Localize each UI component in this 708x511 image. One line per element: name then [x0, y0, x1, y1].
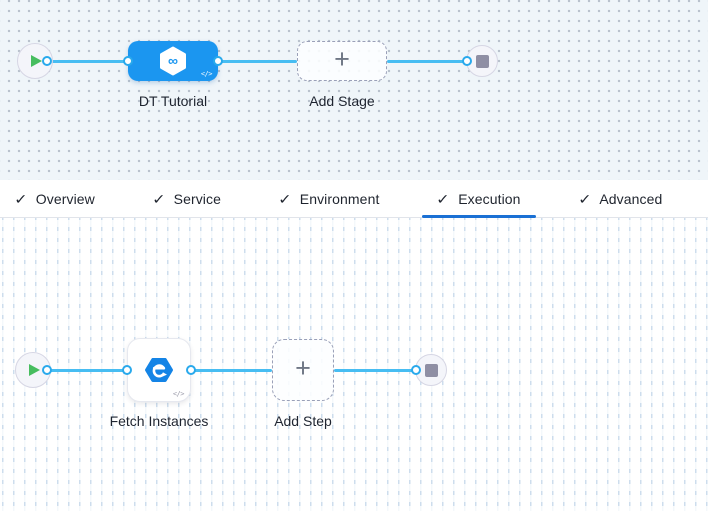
check-icon: ✓ [436, 190, 451, 207]
add-stage-button[interactable]: + [297, 41, 387, 81]
tab-label: Environment [299, 190, 380, 207]
add-step-button[interactable]: + [272, 339, 334, 401]
tab-label: Advanced [599, 190, 663, 207]
play-icon [29, 364, 40, 376]
end-node-in-port[interactable] [411, 365, 421, 375]
stage-in-port[interactable] [123, 56, 133, 66]
code-view-icon: </> [172, 390, 185, 398]
check-icon: ✓ [152, 190, 166, 207]
code-view-icon: </> [200, 70, 213, 78]
connector-line [218, 60, 297, 63]
connector-line [387, 60, 467, 63]
check-icon: ✓ [14, 190, 28, 207]
add-stage-label: Add Stage [309, 93, 375, 109]
plus-icon: + [334, 44, 350, 74]
tab-service[interactable]: ✓ Service [138, 180, 236, 217]
execution-steps-canvas: </> + Fetch Instances Add Step [0, 218, 708, 511]
stop-icon [424, 363, 438, 377]
stop-icon [475, 54, 489, 68]
tab-environment[interactable]: ✓ Environment [264, 180, 394, 217]
check-icon: ✓ [278, 190, 292, 207]
tab-advanced[interactable]: ✓ Advanced [564, 180, 678, 217]
start-node-out-port[interactable] [42, 365, 52, 375]
harness-deploy-stage-icon: ∞ [160, 46, 186, 76]
connector-line [334, 369, 416, 372]
stage-config-tabbar: ✓ Overview ✓ Service ✓ Environment ✓ Exe… [0, 180, 708, 218]
check-icon: ✓ [577, 190, 592, 207]
tab-overview[interactable]: ✓ Overview [0, 180, 110, 217]
tab-execution[interactable]: ✓ Execution [422, 180, 536, 218]
tab-label: Service [173, 190, 222, 207]
add-step-label: Add Step [274, 413, 332, 429]
plus-icon: + [295, 353, 311, 383]
start-node-out-port[interactable] [42, 56, 52, 66]
play-icon [31, 55, 42, 67]
fetch-instances-step-icon [145, 358, 173, 382]
end-node-in-port[interactable] [462, 56, 472, 66]
step-in-port[interactable] [122, 365, 132, 375]
stage-pipeline-canvas: ∞ </> + DT Tutorial Add Stage [0, 0, 708, 180]
connector-line [47, 369, 127, 372]
step-label: Fetch Instances [109, 413, 209, 429]
stage-out-port[interactable] [213, 56, 223, 66]
connector-line [47, 60, 128, 63]
connector-line [191, 369, 272, 372]
tab-label: Execution [458, 190, 521, 207]
stage-node-dt-tutorial[interactable]: ∞ </> [128, 41, 218, 81]
step-node-fetch-instances[interactable]: </> [127, 338, 191, 402]
step-out-port[interactable] [186, 365, 196, 375]
tab-label: Overview [35, 190, 95, 207]
active-tab-underline [422, 215, 536, 218]
stage-label: DT Tutorial [138, 93, 208, 109]
infinity-glyph: ∞ [168, 53, 178, 69]
